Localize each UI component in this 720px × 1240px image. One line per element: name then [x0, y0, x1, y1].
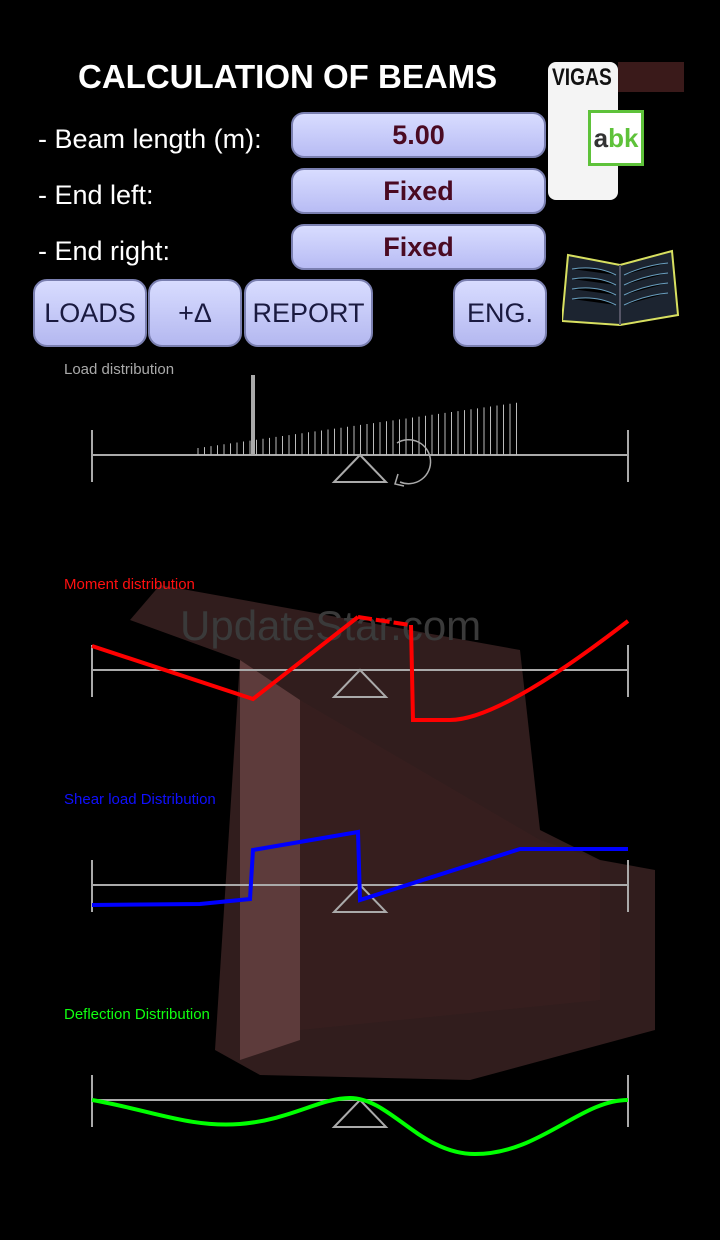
loads-button[interactable]: LOADS — [33, 279, 147, 347]
support-triangle — [331, 668, 389, 698]
beam-length-label: - Beam length (m): — [38, 124, 262, 154]
moment-chart-title: Moment distribution — [64, 576, 195, 593]
moment-curve-dashed — [357, 615, 411, 627]
moment-curve-right — [409, 619, 630, 722]
load-chart-title: Load distribution — [64, 361, 175, 378]
beam-length-field[interactable]: 5.00 — [291, 112, 546, 158]
moment-arrowhead — [394, 473, 405, 487]
vigas-label: VIGAS — [552, 64, 612, 91]
shear-curve — [91, 829, 628, 907]
report-button[interactable]: REPORT — [244, 279, 373, 347]
language-button[interactable]: ENG. — [453, 279, 547, 347]
deflection-chart-title: Deflection Distribution — [64, 1006, 210, 1023]
shear-chart-title: Shear load Distribution — [64, 791, 216, 808]
support-triangle — [331, 453, 389, 483]
book-icon[interactable] — [560, 245, 680, 327]
support-triangle — [331, 1098, 389, 1128]
end-left-label: - End left: — [38, 180, 154, 210]
moment-curve — [91, 615, 360, 702]
end-right-label: - End right: — [38, 236, 171, 266]
end-right-select[interactable]: Fixed — [291, 224, 546, 270]
page-title: CALCULATION OF BEAMS — [78, 58, 498, 95]
deflection-curve — [91, 1095, 629, 1157]
add-delta-button[interactable]: +Δ — [148, 279, 242, 347]
moment-load-arc — [396, 438, 432, 485]
watermark: UpdateStar.com — [180, 602, 481, 649]
support-triangle — [331, 883, 389, 913]
end-left-select[interactable]: Fixed — [291, 168, 546, 214]
